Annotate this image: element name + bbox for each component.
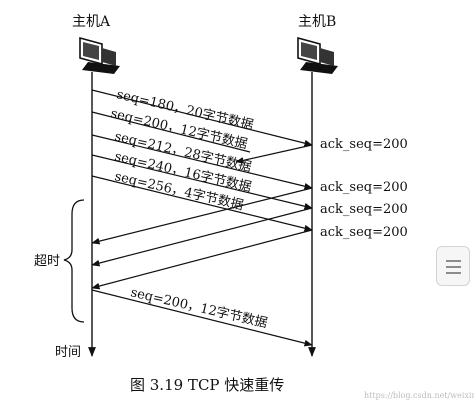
figure-caption: 图 3.19 TCP 快速重传 xyxy=(130,376,284,394)
retransmit-label: seq=200，12字节数据 xyxy=(129,285,269,331)
computer-b-icon xyxy=(297,36,338,74)
computer-a-icon xyxy=(79,36,120,74)
timeout-brace xyxy=(63,199,85,323)
side-menu-button[interactable] xyxy=(436,246,470,286)
segment-arrow xyxy=(91,89,313,147)
ack-arrows xyxy=(91,144,313,290)
menu-line xyxy=(446,266,461,268)
segment-arrow xyxy=(91,134,313,190)
ack-arrow xyxy=(91,229,313,290)
menu-line xyxy=(446,260,461,262)
ack-label: ack_seq=200 xyxy=(320,137,408,152)
ack-label: ack_seq=200 xyxy=(320,180,408,195)
segment-labels: seq=180，20字节数据 seq=200，12字节数据 seq=212，28… xyxy=(109,87,255,213)
ack-arrow xyxy=(235,144,313,164)
ack-arrow xyxy=(91,187,313,245)
timeout-label: 超时 xyxy=(34,254,60,269)
ack-label: ack_seq=200 xyxy=(320,202,408,217)
ack-labels: ack_seq=200 ack_seq=200 ack_seq=200 ack_… xyxy=(320,137,408,240)
host-b-label: 主机B xyxy=(298,14,336,30)
host-a-label: 主机A xyxy=(72,14,111,30)
ack-label: ack_seq=200 xyxy=(320,225,408,240)
segment-arrow-lost xyxy=(91,111,251,153)
segment-arrows xyxy=(91,89,313,232)
retransmit-arrow xyxy=(91,289,313,347)
time-label: 时间 xyxy=(55,345,81,360)
segment-arrow xyxy=(91,154,313,210)
ack-arrow xyxy=(91,207,313,267)
segment-arrow xyxy=(91,175,313,232)
menu-line xyxy=(446,272,461,274)
watermark: https://blog.csdn.net/weixin_4553 xyxy=(364,391,474,400)
